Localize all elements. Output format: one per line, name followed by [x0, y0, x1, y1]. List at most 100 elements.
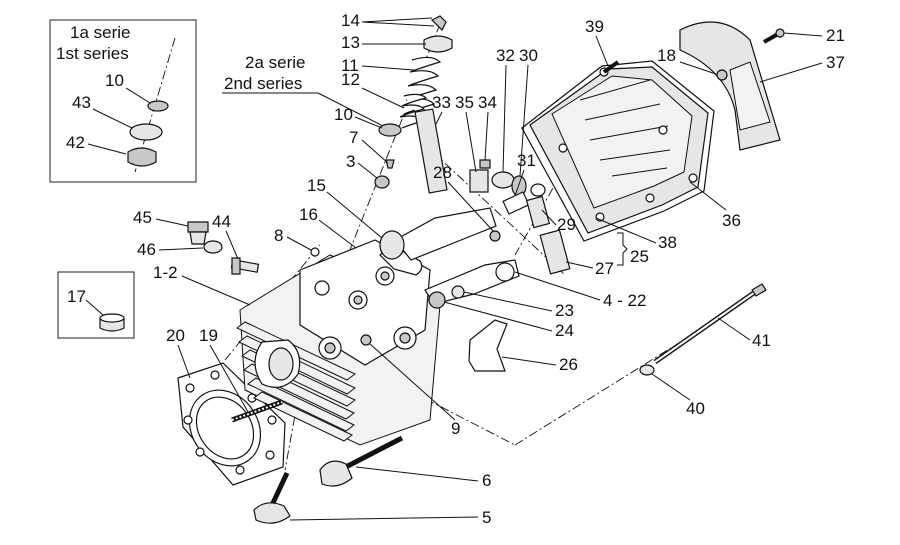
callout-40: 40	[686, 399, 705, 418]
leader-line	[541, 209, 557, 226]
callout-20: 20	[166, 326, 185, 345]
callout-31: 31	[517, 151, 536, 170]
callout-30: 30	[519, 46, 538, 65]
dowel-part-8	[310, 247, 320, 257]
callout-44: 44	[212, 212, 231, 231]
leader-line	[463, 291, 553, 312]
leader-line	[181, 275, 251, 306]
callout-19: 19	[199, 326, 218, 345]
leader-line	[155, 218, 189, 227]
callout-27: 27	[595, 259, 614, 278]
bushing-part-15	[379, 230, 405, 260]
inset-1st-title-it: 1a serie	[70, 23, 130, 42]
leader-line	[595, 217, 657, 244]
callout-32: 32	[496, 46, 515, 65]
callout-12: 12	[341, 70, 360, 89]
leader-line	[85, 299, 104, 316]
callout-41: 41	[752, 331, 771, 350]
leader-line	[717, 317, 751, 341]
leader-line	[501, 356, 557, 366]
callout-7: 7	[349, 128, 358, 147]
leader-line	[679, 61, 717, 75]
washer-part-40	[639, 364, 655, 376]
leader-line	[447, 181, 495, 233]
leader-line	[225, 230, 239, 260]
plug-part-45	[187, 221, 209, 245]
stud-part-41	[653, 283, 767, 365]
bushing-part-24	[428, 291, 446, 309]
nut-part-32	[491, 171, 515, 189]
callout-25: 25	[630, 247, 649, 266]
callout-39: 39	[585, 17, 604, 36]
dowel-part-9	[360, 334, 372, 346]
leader-line	[92, 108, 133, 129]
leader-line	[465, 111, 477, 173]
leader-line	[355, 466, 479, 482]
leader-line	[354, 116, 383, 129]
inset-2nd-title-it: 2a serie	[245, 53, 305, 72]
spring-seat-part	[129, 123, 163, 141]
leader-line	[87, 143, 127, 155]
callout-38: 38	[658, 233, 677, 252]
leader-line	[783, 32, 823, 37]
adjuster-part-31	[502, 191, 530, 215]
valve-part-6	[319, 435, 404, 487]
callout-1-2: 1-2	[153, 263, 178, 282]
inset-2nd-title-en: 2nd series	[224, 74, 302, 93]
head-gasket-part	[177, 362, 286, 486]
leader-line	[502, 64, 507, 173]
inset-label-42: 42	[66, 133, 85, 152]
cup-part	[127, 147, 157, 167]
shaft-end-part	[495, 262, 515, 282]
stud-part-44	[230, 257, 260, 275]
callout-14: 14	[341, 11, 360, 30]
stud-part-19	[231, 399, 283, 423]
rocker-assembly	[379, 108, 571, 372]
valve-guide-part-3	[374, 175, 390, 189]
bolt-part-28	[489, 230, 501, 242]
callout-29: 29	[557, 215, 576, 234]
inset-1st-series: 1a serie 1st series 10 43 42	[49, 19, 197, 183]
callout-45: 45	[133, 208, 152, 227]
leader-line	[326, 191, 383, 239]
screw-part-34	[479, 159, 491, 169]
leader-line	[177, 344, 191, 379]
callout-33: 33	[432, 93, 451, 112]
leader-line	[565, 261, 594, 269]
bracket-part-26	[468, 319, 508, 372]
leader-line	[318, 219, 357, 249]
callout-9: 9	[451, 419, 460, 438]
washer-part-46	[203, 240, 223, 254]
valve-seal-part	[147, 100, 169, 112]
callout-10: 10	[334, 105, 353, 124]
inset-1st-series-frame	[49, 19, 197, 183]
tappet-part-29	[525, 195, 551, 229]
leader-line	[651, 373, 691, 401]
leader-line	[369, 343, 456, 421]
screw-part-39	[602, 60, 620, 74]
leader-line	[125, 87, 151, 104]
valve-axis	[329, 23, 441, 301]
cylinder-head-part	[236, 239, 441, 446]
leader-line	[361, 87, 405, 109]
callout-23: 23	[555, 301, 574, 320]
screw-part-21	[763, 28, 785, 44]
leader-line	[209, 344, 249, 413]
group-bracket	[617, 232, 628, 266]
callout-11: 11	[341, 56, 359, 75]
spring-seat-part-10	[378, 123, 402, 137]
callout-4-22: 4 - 22	[603, 291, 646, 310]
inner-spring-part-12	[399, 93, 428, 121]
inset-17: 17	[57, 271, 135, 339]
spring-cap-part-13	[423, 35, 453, 53]
cotter-part-7	[385, 159, 395, 169]
leader-line	[357, 162, 378, 179]
inset-17-frame	[57, 271, 135, 339]
leader-line	[158, 247, 204, 251]
callout-16: 16	[299, 205, 318, 224]
callout-35: 35	[455, 93, 474, 112]
callout-36: 36	[722, 211, 741, 230]
inset-2nd-series: 2a serie 2nd series	[222, 53, 386, 128]
grommet-part-18	[716, 69, 728, 81]
inset-17-label: 17	[67, 287, 86, 306]
